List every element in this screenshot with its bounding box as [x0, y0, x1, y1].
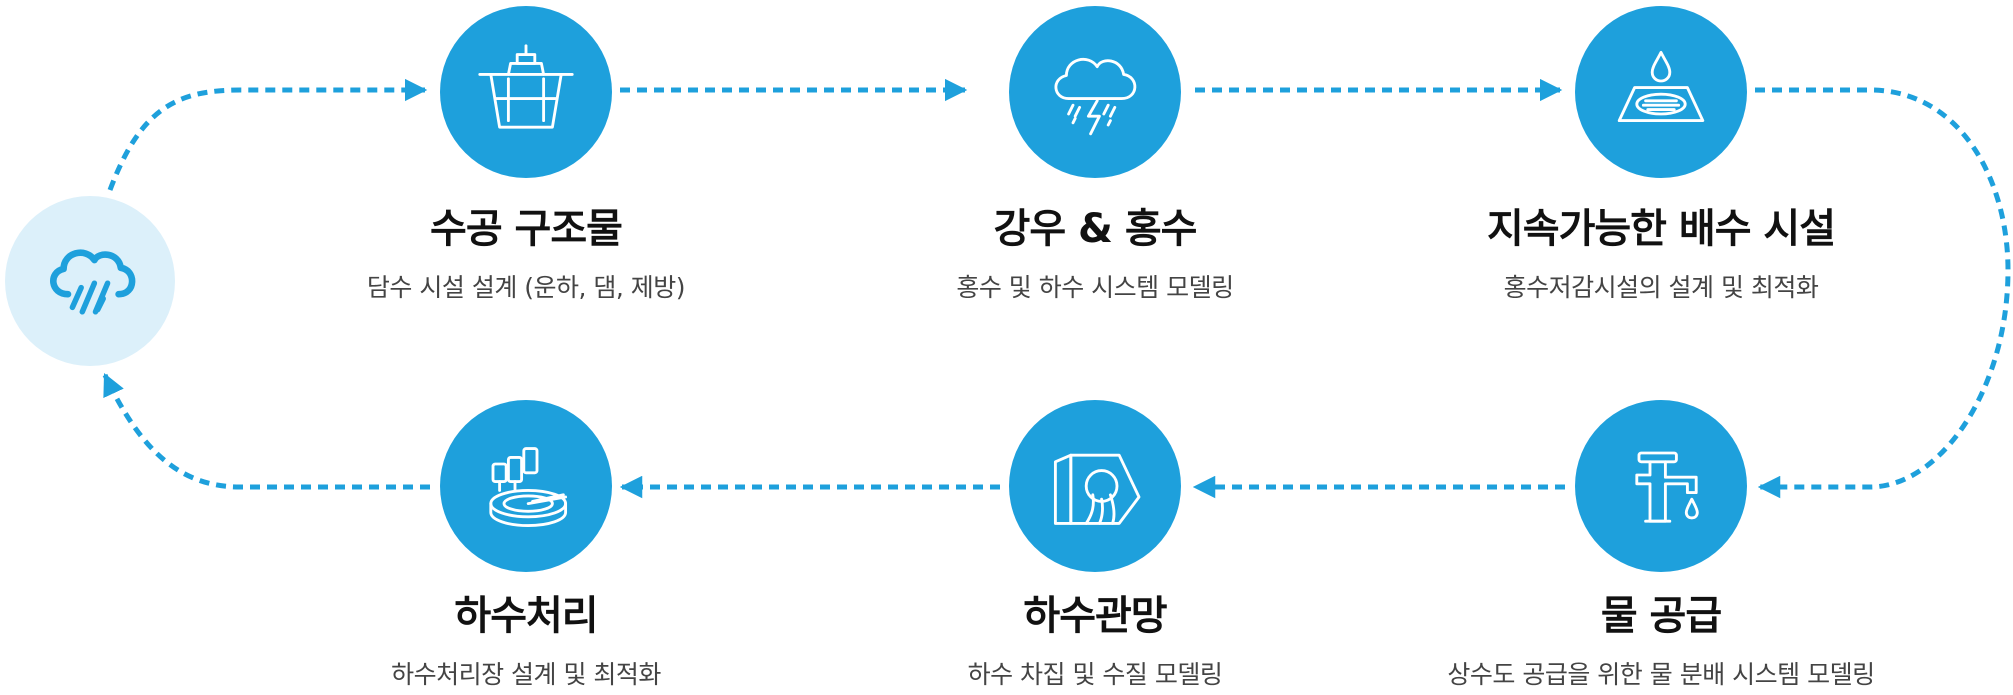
stage-title-sustainable-drainage: 지속가능한 배수 시설 [1486, 206, 1836, 252]
stage-circle-sustainable-drainage [1575, 6, 1747, 178]
stage-title-wastewater-treatment: 하수처리 [454, 593, 598, 639]
start-rain-circle [5, 196, 175, 366]
stage-circle-sewer-network [1009, 400, 1181, 572]
stage-desc-hydraulic-structures: 담수 시설 설계 (운하, 댐, 제방) [366, 273, 686, 302]
stage-circle-water-supply [1575, 400, 1747, 572]
faucet-icon [1635, 451, 1699, 523]
sewer-outlet-icon [1053, 453, 1141, 525]
stage-title-sewer-network: 하수관망 [1023, 593, 1167, 639]
rain-cloud-icon [50, 249, 136, 315]
stage-circle-rainfall-flooding [1009, 6, 1181, 178]
connector-start-to-hydraulic [107, 78, 428, 191]
storm-cloud-icon [1054, 57, 1137, 136]
treatment-plant-icon [489, 447, 568, 528]
stage-title-water-supply: 물 공급 [1600, 593, 1722, 639]
stage-desc-sustainable-drainage: 홍수저감시설의 설계 및 최적화 [1503, 273, 1819, 302]
stage-circle-hydraulic-structures [440, 6, 612, 178]
stage-title-rainfall-flooding: 강우 & 홍수 [993, 206, 1198, 252]
stage-title-hydraulic-structures: 수공 구조물 [430, 206, 623, 252]
drain-cover-icon [1617, 50, 1705, 123]
stage-desc-rainfall-flooding: 홍수 및 하수 시스템 모델링 [956, 273, 1234, 302]
stage-desc-wastewater-treatment: 하수처리장 설계 및 최적화 [391, 660, 661, 689]
stage-desc-water-supply: 상수도 공급을 위한 물 분배 시스템 모델링 [1447, 660, 1875, 689]
connector-treatment-to-start [102, 372, 430, 490]
canal-lock-ship-icon [478, 44, 574, 129]
stage-desc-sewer-network: 하수 차집 및 수질 모델링 [967, 660, 1223, 689]
stage-circle-wastewater-treatment [440, 400, 612, 572]
